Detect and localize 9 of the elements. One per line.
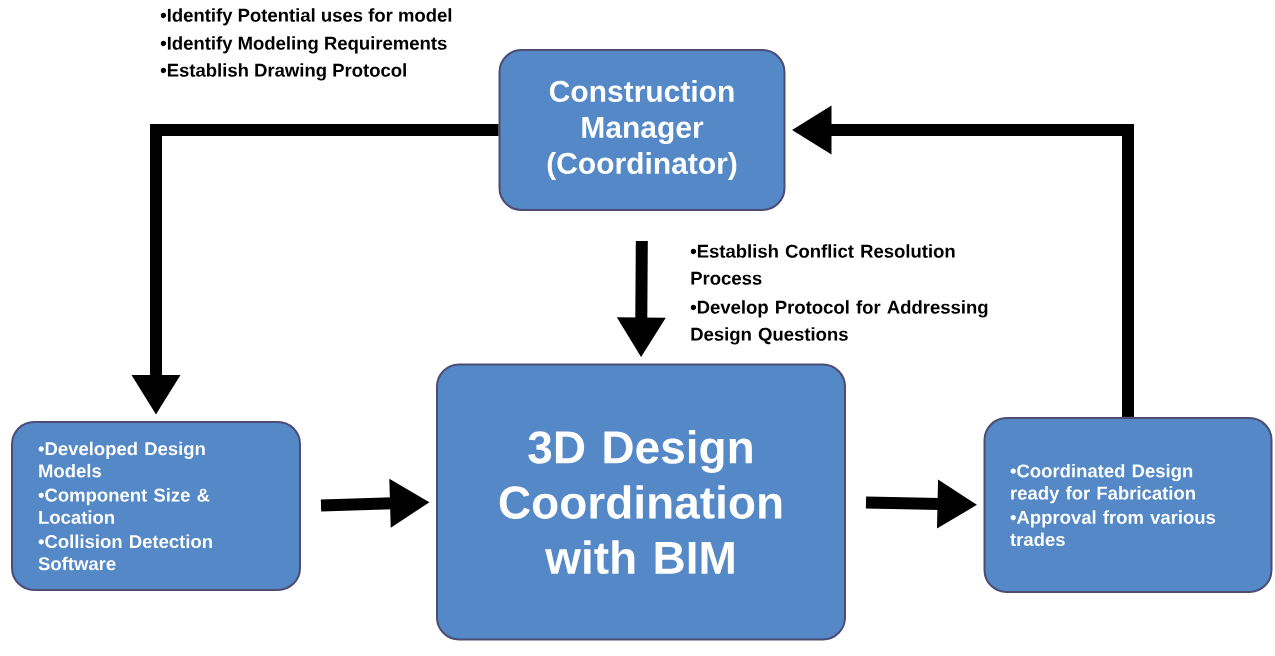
note-text: •Identify Potential uses for model: [160, 8, 452, 26]
note-text: •Establish Drawing Protocol: [160, 63, 406, 81]
process-box: 3D Design Coordination with BIM: [436, 363, 846, 641]
process-box: Construction Manager (Coordinator): [498, 49, 786, 211]
process-box: •Developed Design Models •Component Size & Location •Collision Detection Software: [11, 421, 301, 591]
note-text: •Identify Modeling Requirements: [160, 36, 447, 54]
process-box: •Coordinated Design ready for Fabrication •Approval from various trades: [983, 417, 1273, 593]
note-text: •Establish Conflict Resolution Process: [690, 244, 955, 285]
note-text: •Develop Protocol for Addressing Design Questions: [690, 300, 988, 345]
